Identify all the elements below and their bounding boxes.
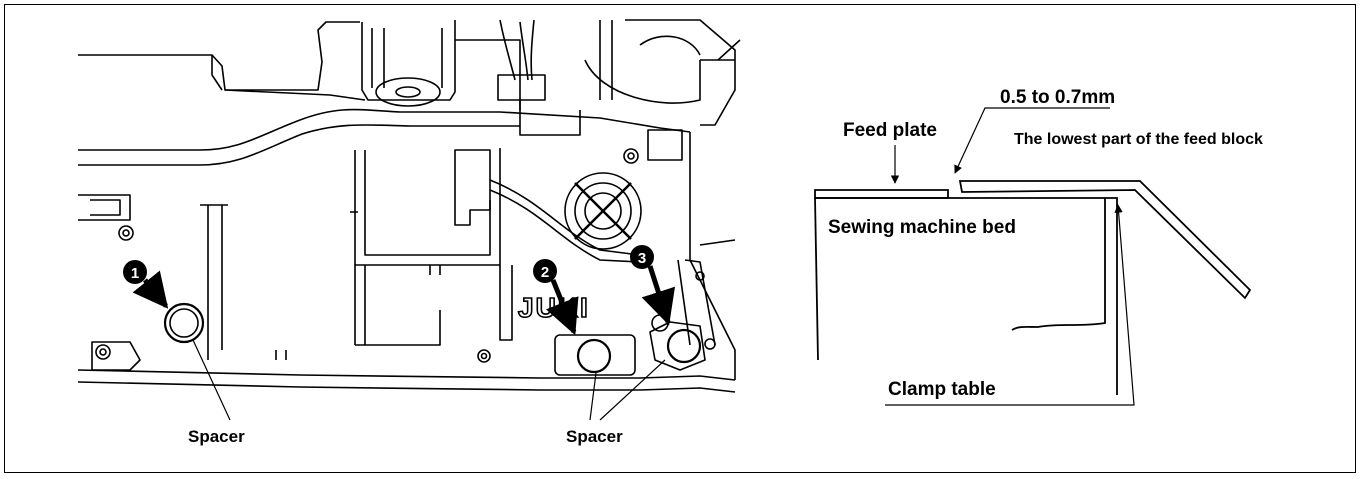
callout-2-number: 2 <box>541 264 549 281</box>
spacer-left-label: Spacer <box>188 427 245 446</box>
callout-2-arrow <box>545 279 579 336</box>
spacer-right-leaders <box>589 359 666 421</box>
juki-emboss-text: JUKI <box>518 292 590 323</box>
callout-3-marker <box>630 245 654 269</box>
callout-3: 3 <box>630 245 676 326</box>
callout-1-number: 1 <box>131 265 139 282</box>
clamp-table <box>1105 197 1118 395</box>
cross-section <box>814 180 1252 395</box>
clamp-table-label: Clamp table <box>888 379 996 400</box>
gap-leader <box>954 107 1110 174</box>
callout-3-number: 3 <box>638 250 646 267</box>
callout-2-marker <box>533 259 557 283</box>
feed-block-label: The lowest part of the feed block <box>1014 131 1263 148</box>
machine-drawing <box>77 19 741 393</box>
figure-frame <box>4 4 1356 473</box>
feed-plate <box>814 189 949 199</box>
callout-2: 2 <box>533 259 579 336</box>
feed-block <box>958 180 1252 300</box>
callout-1-arrow <box>132 270 169 309</box>
sewing-bed <box>815 197 1106 331</box>
clamp-table-leader <box>885 204 1135 406</box>
gap-label: 0.5 to 0.7mm <box>1000 87 1115 108</box>
spacer-left-leader <box>192 339 231 421</box>
callout-1: 1 <box>123 260 169 309</box>
sewing-bed-label: Sewing machine bed <box>828 217 1016 238</box>
spacer-right-label: Spacer <box>566 427 623 446</box>
callout-3-arrow <box>641 265 676 326</box>
bed-break-left <box>814 197 819 361</box>
feed-plate-label: Feed plate <box>843 120 937 141</box>
